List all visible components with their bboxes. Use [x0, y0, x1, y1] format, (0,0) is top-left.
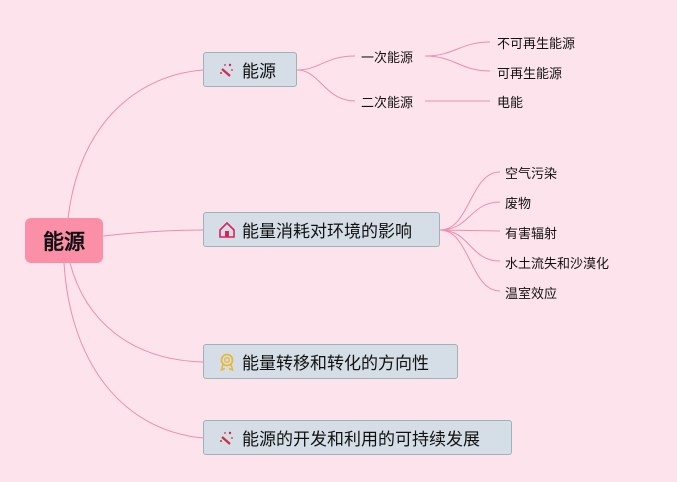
subtopic-primary-energy[interactable]: 一次能源: [361, 51, 414, 66]
leaf-topic[interactable]: 空气污染: [505, 167, 558, 182]
branch-environment-impact[interactable]: 能量消耗对环境的影响: [203, 212, 440, 247]
branch-energy[interactable]: 能源: [203, 52, 297, 87]
leaf-topic[interactable]: 有害辐射: [505, 227, 558, 242]
subtopic-secondary-energy[interactable]: 二次能源: [361, 96, 414, 111]
magic-wand-icon: [220, 431, 233, 445]
branch-label: 能量转移和转化的方向性: [242, 354, 429, 374]
root-node[interactable]: 能源: [25, 218, 103, 263]
house-icon: [219, 221, 235, 238]
magic-wand-icon: [220, 63, 233, 77]
branch-label: 能量消耗对环境的影响: [242, 222, 412, 242]
leaf-topic[interactable]: 电能: [497, 96, 524, 111]
leaf-topic[interactable]: 可再生能源: [497, 67, 563, 82]
branch-label: 能源: [242, 62, 276, 82]
leaf-topic[interactable]: 废物: [505, 197, 532, 212]
leaf-topic[interactable]: 温室效应: [505, 287, 558, 302]
leaf-topic[interactable]: 不可再生能源: [497, 37, 576, 52]
branch-energy-direction[interactable]: 能量转移和转化的方向性: [203, 344, 458, 379]
leaf-topic[interactable]: 水土流失和沙漠化: [505, 257, 610, 272]
branch-sustainable-development[interactable]: 能源的开发和利用的可持续发展: [203, 420, 512, 455]
award-icon: [220, 353, 234, 371]
branch-label: 能源的开发和利用的可持续发展: [242, 430, 480, 450]
